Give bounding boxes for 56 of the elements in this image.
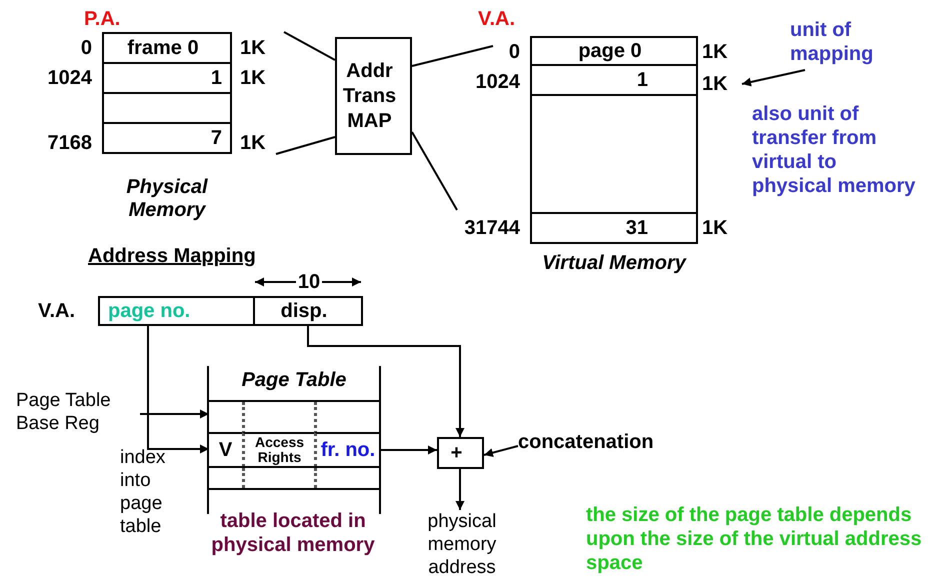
annotation-text: concatenation [518,430,683,458]
arrow [140,410,209,418]
annotation-text: index into page table [120,446,166,538]
memory-row [530,94,698,214]
size-label: 1K [240,131,267,155]
address-field: page no. [98,296,255,326]
annotation-text: the size of the page table depends upon the size of the virtual address space [586,503,923,575]
page-table [207,366,381,514]
table-row [209,466,379,490]
table-row [209,400,379,434]
connector-line [284,31,336,61]
address-field: disp. [253,296,363,326]
size-label: 1K [240,66,267,90]
memory-caption: Virtual Memory [541,252,688,275]
arrow [456,469,464,510]
size-label: 1K [240,36,267,60]
annotation-text: table located in physical memory [210,509,376,557]
register-label: Page Table Base Reg [16,389,140,439]
table-title: Page Table [240,368,348,392]
annotation-text: unit of mapping [790,18,908,70]
connector-line [276,136,336,155]
column-heading: V.A. [478,7,516,31]
connector-line [411,132,458,210]
connector-line [412,45,494,67]
address-label: 31744 [463,216,520,240]
address-label: 0 [508,40,520,64]
address-label: 1024 [474,70,520,94]
memory-row: frame 0 [102,32,232,64]
size-label: 1K [702,72,729,96]
arrow [484,445,518,458]
table-cell: Access Rights [242,432,314,468]
arrow [147,326,209,454]
register-label: V.A. [38,299,76,323]
memory-caption: Physical Memory [125,176,209,222]
size-label: 1K [702,216,729,240]
arrow [742,69,806,86]
address-label: 7168 [46,131,92,155]
annotation-text: also unit of transfer from virtual to physical memory [752,102,916,198]
address-label: 1024 [46,66,92,90]
memory-row [102,92,232,124]
process-box: Addr Trans MAP [335,37,412,155]
memory-row: page 0 [530,36,698,66]
output-label: physical memory address [414,510,510,582]
section-heading: Address Mapping [88,244,257,268]
memory-row: 1 [530,64,698,96]
size-label: 1K [702,40,729,64]
column-heading: P.A. [84,7,122,31]
table-cell: fr. no. [314,432,379,468]
memory-row: 1 [102,62,232,94]
arrow [307,326,464,437]
address-label: 0 [80,36,92,60]
table-cell: V [209,432,242,468]
operator-box: + [437,437,484,469]
arrow [379,446,437,454]
memory-row: 31 [530,212,698,244]
memory-row: 7 [102,122,232,154]
